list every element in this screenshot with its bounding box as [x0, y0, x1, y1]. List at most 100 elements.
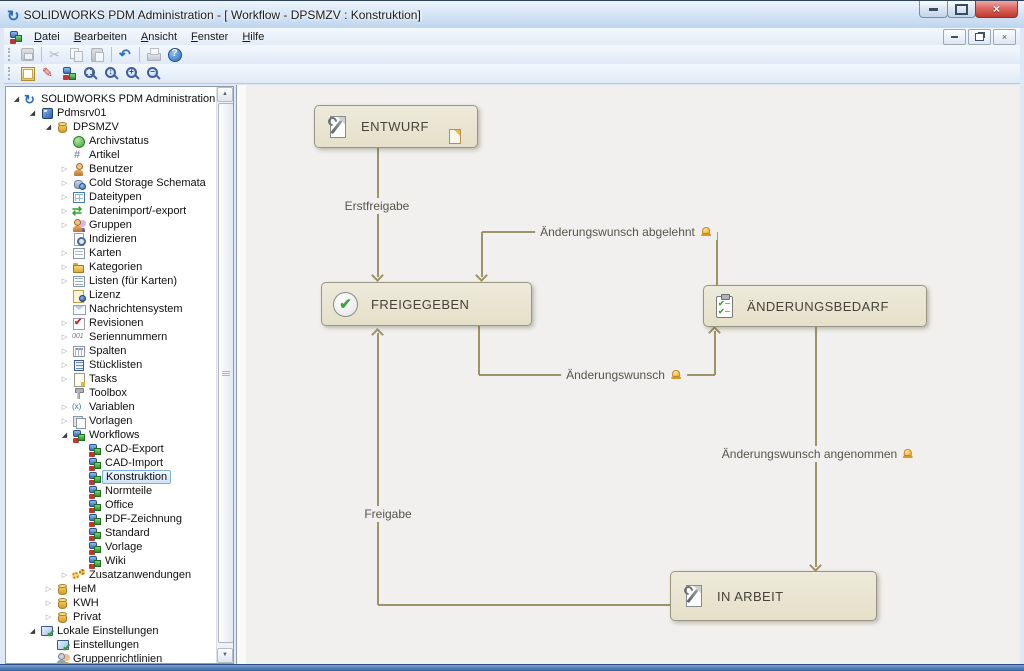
tree-item-cad-export[interactable]: CAD-Export	[6, 442, 216, 456]
tree-item-pdmsrv01[interactable]: ◢Pdmsrv01	[6, 106, 216, 120]
tree-item-toolbox[interactable]: Toolbox	[6, 386, 216, 400]
toolbar-grip[interactable]	[8, 48, 13, 61]
tree-item-tasks[interactable]: ▷Tasks	[6, 372, 216, 387]
expander-icon[interactable]: ◢	[13, 95, 20, 103]
tree-item-privat[interactable]: ▷Privat	[6, 610, 216, 624]
mdi-restore-button[interactable]	[968, 29, 991, 45]
zoom-area-button[interactable]	[80, 65, 101, 82]
expander-icon[interactable]: ▷	[61, 263, 68, 271]
menu-item-bearbeiten[interactable]: Bearbeiten	[73, 30, 127, 43]
state-node-button[interactable]	[59, 65, 80, 82]
tree-item-variablen[interactable]: ▷Variablen	[6, 400, 216, 414]
tree-item-vorlage[interactable]: Vorlage	[6, 540, 216, 554]
transition-line[interactable]	[716, 232, 718, 285]
state-in-arbeit[interactable]: IN ARBEIT	[670, 571, 877, 621]
expander-icon[interactable]: ◢	[45, 123, 52, 131]
zoom-in-button[interactable]: +	[122, 65, 143, 82]
tree-item-hem[interactable]: ▷HeM	[6, 582, 216, 596]
tree-item-revisionen[interactable]: ▷Revisionen	[6, 316, 216, 330]
help-button[interactable]	[164, 46, 185, 63]
state-freigegeben[interactable]: FREIGEGEBEN	[321, 282, 532, 326]
tree-item-lokale-einstellungen[interactable]: ◢Lokale Einstellungen	[6, 624, 216, 640]
expander-icon[interactable]: ▷	[61, 193, 68, 201]
expander-icon[interactable]: ▷	[61, 417, 68, 425]
tree-item-gruppen[interactable]: ▷Gruppen	[6, 218, 216, 232]
close-button[interactable]: ×	[975, 1, 1018, 18]
tree-item-stucklisten[interactable]: ▷Stücklisten	[6, 358, 216, 372]
expander-icon[interactable]: ▷	[61, 179, 68, 187]
tree-item-spalten[interactable]: ▷Spalten	[6, 344, 216, 358]
state-entwurf[interactable]: ENTWURF	[314, 105, 478, 148]
expander-icon[interactable]: ▷	[61, 249, 68, 257]
tree-item-vorlagen[interactable]: ▷Vorlagen	[6, 414, 216, 429]
expander-icon[interactable]: ◢	[61, 431, 68, 439]
tree-item-benutzer[interactable]: ▷Benutzer	[6, 162, 216, 176]
mdi-minimize-button[interactable]	[943, 29, 966, 45]
tree-item-zusatzanwendungen[interactable]: ▷Zusatzanwendungen	[6, 568, 216, 582]
maximize-button[interactable]	[947, 1, 976, 18]
expander-icon[interactable]: ▷	[61, 221, 68, 229]
tree-item-nachrichtensystem[interactable]: Nachrichtensystem	[6, 302, 216, 316]
transition-line[interactable]	[478, 326, 480, 375]
menu-item-ansicht[interactable]: Ansicht	[140, 30, 178, 43]
toolbar-grip[interactable]	[8, 67, 13, 80]
paste-button[interactable]	[87, 46, 108, 63]
expander-icon[interactable]: ▷	[61, 403, 68, 411]
tree-item-normteile[interactable]: Normteile	[6, 484, 216, 498]
tree-item-kategorien[interactable]: ▷Kategorien	[6, 260, 216, 274]
expander-icon[interactable]: ▷	[45, 613, 52, 621]
tree-item-cad-import[interactable]: CAD-Import	[6, 456, 216, 470]
expander-icon[interactable]: ▷	[61, 277, 68, 285]
minimize-button[interactable]	[919, 1, 948, 18]
tree-item-office[interactable]: Office	[6, 498, 216, 512]
tree-item-karten[interactable]: ▷Karten	[6, 246, 216, 260]
scroll-up-button[interactable]: ▲	[217, 87, 233, 102]
tree-item-dateitypen[interactable]: ▷Dateitypen	[6, 190, 216, 204]
transition-line[interactable]	[378, 604, 670, 606]
scroll-down-button[interactable]: ▼	[217, 648, 233, 663]
menu-item-fenster[interactable]: Fenster	[191, 30, 229, 43]
transition-line[interactable]	[377, 333, 379, 605]
expander-icon[interactable]: ▷	[61, 165, 68, 173]
tree-item-wiki[interactable]: Wiki	[6, 554, 216, 568]
tree-item-konstruktion[interactable]: Konstruktion	[6, 470, 216, 484]
menu-item-datei[interactable]: Datei	[34, 30, 60, 43]
tree-item-solidworks-pdm-administration[interactable]: ◢SOLIDWORKS PDM Administration	[6, 92, 216, 108]
print-button[interactable]	[143, 46, 164, 63]
zoom-scale-button[interactable]: ↕	[101, 65, 122, 82]
tree-item-seriennummern[interactable]: ▷Seriennummern	[6, 330, 216, 344]
tree-item-pdf-zeichnung[interactable]: PDF-Zeichnung	[6, 512, 216, 526]
tree-item-artikel[interactable]: Artikel	[6, 148, 216, 162]
tree-item-gruppenrichtlinien[interactable]: Gruppenrichtlinien	[6, 652, 216, 663]
undo-button[interactable]	[115, 46, 136, 63]
card-properties-button[interactable]	[17, 65, 38, 82]
expander-icon[interactable]: ▷	[61, 333, 68, 341]
copy-button[interactable]	[66, 46, 87, 63]
expander-icon[interactable]: ▷	[61, 207, 68, 215]
expander-icon[interactable]: ◢	[29, 627, 36, 635]
tree-item-cold-storage-schemata[interactable]: ▷Cold Storage Schemata	[6, 176, 216, 190]
mdi-close-button[interactable]: ×	[993, 29, 1016, 45]
tree-item-indizieren[interactable]: Indizieren	[6, 232, 216, 246]
tree-item-workflows[interactable]: ◢Workflows	[6, 428, 216, 442]
tree-item-lizenz[interactable]: Lizenz	[6, 288, 216, 303]
transition-label-erstfreigabe[interactable]: Erstfreigabe	[339, 198, 415, 214]
expander-icon[interactable]: ▷	[61, 319, 68, 327]
scrollbar-thumb[interactable]	[218, 103, 233, 643]
transition-line[interactable]	[481, 232, 483, 277]
expander-icon[interactable]: ▷	[45, 599, 52, 607]
expander-icon[interactable]: ▷	[45, 585, 52, 593]
tree-item-listen-fur-karten[interactable]: ▷Listen (für Karten)	[6, 274, 216, 288]
expander-icon[interactable]: ▷	[61, 361, 68, 369]
save-button[interactable]	[17, 46, 38, 63]
transition-label-anderungswunsch[interactable]: Änderungswunsch	[561, 367, 687, 383]
tree-item-standard[interactable]: Standard	[6, 526, 216, 540]
zoom-out-button[interactable]: −	[143, 65, 164, 82]
transition-label-freigabe[interactable]: Freigabe	[359, 506, 417, 522]
tree-item-dpsmzv[interactable]: ◢DPSMZV	[6, 120, 216, 134]
expander-icon[interactable]: ▷	[61, 347, 68, 355]
transition-label-anderungswunsch-abgelehnt[interactable]: Änderungswunsch abgelehnt	[535, 224, 717, 240]
tree-item-einstellungen[interactable]: Einstellungen	[6, 638, 216, 654]
expander-icon[interactable]: ▷	[61, 571, 68, 579]
